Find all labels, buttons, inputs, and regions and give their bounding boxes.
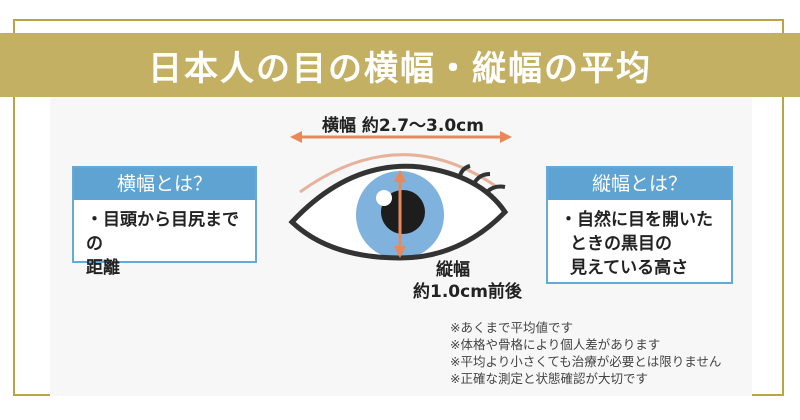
note-item: ※あくまで平均値です (450, 320, 573, 335)
horizontal-width-label: 横幅 約2.7〜3.0cm (322, 116, 484, 136)
eyelashes-icon (458, 164, 506, 194)
box-line: ・自然に目を開いた (560, 210, 713, 230)
note-item: ※平均より小さくても治療が必要とは限りません (450, 354, 722, 369)
eye-outline (288, 163, 509, 261)
vertical-label-value: 約1.0cm前後 (413, 282, 522, 302)
box-line: ときの黒目の (570, 234, 672, 254)
vertical-definition-box: 縦幅とは？ ・自然に目を開いた ときの黒目の 見えている高さ (546, 166, 733, 284)
box-heading: 縦幅とは？ (548, 168, 731, 200)
box-heading: 横幅とは？ (74, 168, 255, 200)
vertical-label-title: 縦幅 (436, 260, 470, 280)
note-item: ※体格や骨格により個人差があります (450, 337, 661, 352)
note-item: ※正確な測定と状態確認が大切です (450, 371, 648, 386)
title-banner: 日本人の目の横幅・縦幅の平均 (0, 33, 800, 97)
box-line: ・目頭から目尻までの (86, 210, 239, 254)
highlight (376, 190, 392, 206)
horizontal-arrow (290, 131, 512, 143)
notes: ※あくまで平均値です ※体格や骨格により個人差があります ※平均より小さくても治… (450, 319, 721, 387)
pupil (381, 190, 425, 234)
box-line: 距離 (86, 258, 120, 278)
eyebrow-arc (299, 153, 498, 194)
box-line: 見えている高さ (570, 258, 689, 278)
horizontal-definition-box: 横幅とは？ ・目頭から目尻までの 距離 (72, 166, 257, 278)
vertical-arrow (394, 170, 406, 258)
page-title: 日本人の目の横幅・縦幅の平均 (148, 48, 652, 89)
